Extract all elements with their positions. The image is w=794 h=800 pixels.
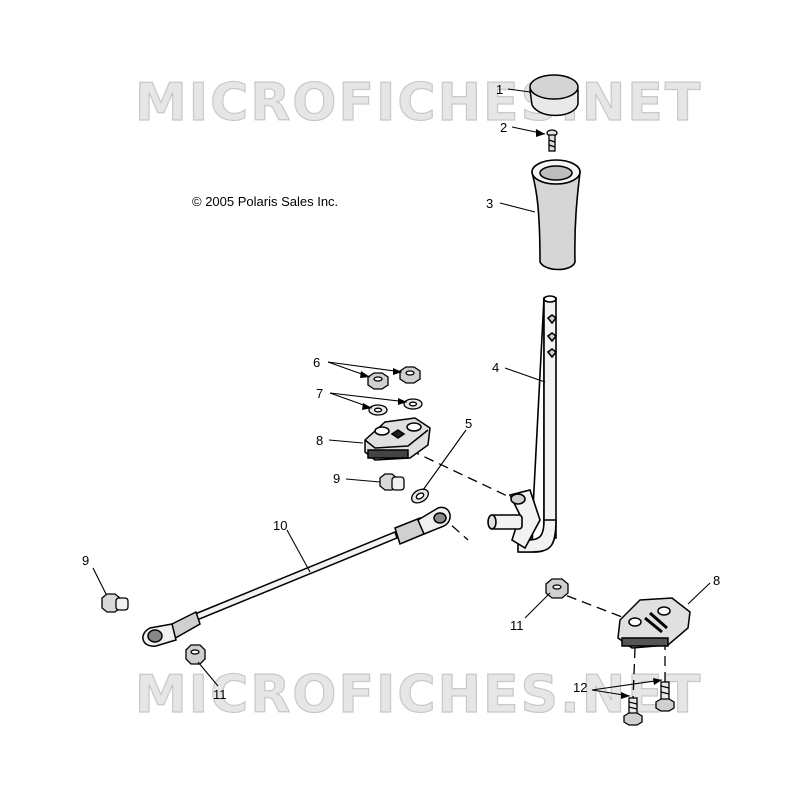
bracket-part-8-upper bbox=[364, 417, 431, 461]
callout-10: 10 bbox=[273, 518, 287, 533]
leader-lines bbox=[92, 88, 711, 697]
screw-part bbox=[546, 129, 558, 152]
callout-1: 1 bbox=[496, 82, 503, 97]
washer-part-5 bbox=[410, 488, 430, 504]
callout-8-lower: 8 bbox=[713, 573, 720, 588]
callout-7: 7 bbox=[316, 386, 323, 401]
callout-2: 2 bbox=[500, 120, 507, 135]
callout-9-upper: 9 bbox=[333, 471, 340, 486]
arrowheads bbox=[360, 129, 662, 699]
nuts-part-6 bbox=[367, 366, 421, 390]
bolts-part-12 bbox=[623, 681, 675, 726]
bolt-part-9-upper bbox=[379, 473, 405, 491]
nut-part-11-left bbox=[185, 644, 206, 665]
shift-lever-part bbox=[487, 295, 558, 553]
nut-part-11-right bbox=[545, 578, 569, 599]
callout-8-upper: 8 bbox=[316, 433, 323, 448]
callout-5: 5 bbox=[465, 416, 472, 431]
watermark-bottom: MICROFICHES.NET bbox=[135, 665, 702, 725]
shift-knob-part bbox=[530, 159, 581, 271]
callout-12: 12 bbox=[573, 680, 587, 695]
callout-6: 6 bbox=[313, 355, 320, 370]
callout-11-right: 11 bbox=[510, 618, 524, 633]
callout-4: 4 bbox=[492, 360, 499, 375]
knob-cap-part bbox=[529, 74, 579, 117]
washers-part-7 bbox=[368, 398, 423, 416]
bracket-part-8-lower bbox=[617, 597, 691, 649]
callout-3: 3 bbox=[486, 196, 493, 211]
assembly-lines bbox=[409, 449, 666, 701]
linkage-rod-part bbox=[142, 506, 451, 647]
callout-11-left: 11 bbox=[213, 687, 227, 702]
copyright-text: © 2005 Polaris Sales Inc. bbox=[192, 194, 338, 209]
bolt-part-9-lower bbox=[101, 593, 129, 613]
callout-9-lower: 9 bbox=[82, 553, 89, 568]
watermark-top: MICROFICHES.NET bbox=[135, 73, 702, 133]
